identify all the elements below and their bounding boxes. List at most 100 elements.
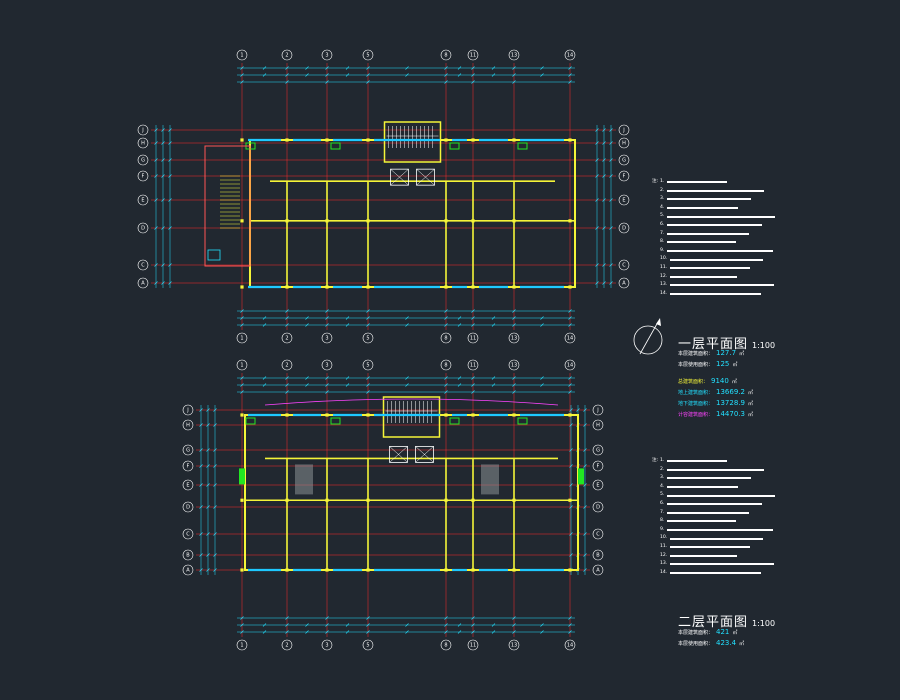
axis-bubble[interactable]: G [182, 444, 194, 456]
note-number: 2. [660, 466, 665, 472]
area-unit: ㎡ [739, 641, 745, 647]
axis-bubble[interactable]: A [182, 564, 194, 576]
axis-bubble[interactable]: 5 [362, 332, 374, 344]
area-value: 421 [716, 628, 730, 636]
axis-bubble[interactable]: 11 [467, 49, 479, 61]
axis-bubble[interactable]: D [618, 222, 630, 234]
axis-bubble[interactable]: 11 [467, 332, 479, 344]
axis-bubble[interactable]: 14 [564, 332, 576, 344]
axis-bubble[interactable]: H [618, 137, 630, 149]
structural-column [285, 413, 289, 417]
axis-bubble[interactable]: 8 [440, 639, 452, 651]
axis-bubble[interactable]: 13 [508, 639, 520, 651]
axis-bubble[interactable]: G [618, 154, 630, 166]
dimension-tick [471, 630, 475, 634]
axis-bubble[interactable]: 11 [467, 639, 479, 651]
structural-column [568, 413, 572, 417]
dimension-tick [568, 66, 572, 70]
axis-bubble[interactable]: 13 [508, 332, 520, 344]
axis-label: 11 [470, 362, 476, 368]
area-unit: ㎡ [747, 412, 753, 418]
axis-circle [321, 332, 333, 344]
axis-bubble[interactable]: J [137, 124, 149, 136]
dimension-tick [199, 464, 203, 468]
axis-bubble[interactable]: 1 [236, 332, 248, 344]
structural-column [240, 498, 244, 502]
axis-bubble[interactable]: J [182, 404, 194, 416]
axis-bubble[interactable]: 5 [362, 639, 374, 651]
axis-bubble[interactable]: H [137, 137, 149, 149]
axis-bubble[interactable]: 13 [508, 359, 520, 371]
axis-bubble[interactable]: 2 [281, 49, 293, 61]
axis-bubble[interactable]: A [592, 564, 604, 576]
axis-bubble[interactable]: 8 [440, 49, 452, 61]
dimension-tick [609, 158, 613, 162]
axis-bubble[interactable]: 2 [281, 332, 293, 344]
axis-bubble[interactable]: 2 [281, 359, 293, 371]
axis-bubble[interactable]: C [137, 259, 149, 271]
dimension-tick [206, 408, 210, 412]
axis-bubble[interactable]: 14 [564, 49, 576, 61]
axis-bubble[interactable]: 8 [440, 332, 452, 344]
axis-bubble[interactable]: F [182, 460, 194, 472]
axis-bubble[interactable]: 1 [236, 49, 248, 61]
axis-bubble[interactable]: 5 [362, 49, 374, 61]
axis-bubble[interactable]: H [592, 419, 604, 431]
axis-bubble[interactable]: 1 [236, 359, 248, 371]
structural-column [512, 285, 516, 289]
axis-bubble[interactable]: 3 [321, 332, 333, 344]
axis-bubble[interactable]: 5 [362, 359, 374, 371]
dimension-tick [345, 316, 350, 320]
axis-bubble[interactable]: G [592, 444, 604, 456]
dimension-tick [262, 376, 267, 380]
axis-circle [467, 49, 479, 61]
axis-bubble[interactable]: F [592, 460, 604, 472]
axis-bubble[interactable]: 3 [321, 49, 333, 61]
structural-column [444, 413, 448, 417]
axis-circle [508, 639, 520, 651]
axis-bubble[interactable]: F [137, 170, 149, 182]
note-number: 12. [660, 273, 668, 279]
axis-bubble[interactable]: D [182, 501, 194, 513]
axis-bubble[interactable]: D [137, 222, 149, 234]
axis-bubble[interactable]: C [618, 259, 630, 271]
axis-bubble[interactable]: 14 [564, 359, 576, 371]
axis-bubble[interactable]: 14 [564, 639, 576, 651]
axis-bubble[interactable]: 2 [281, 639, 293, 651]
axis-bubble[interactable]: B [592, 549, 604, 561]
axis-bubble[interactable]: C [592, 528, 604, 540]
axis-bubble[interactable]: 3 [321, 359, 333, 371]
axis-circle [592, 460, 604, 472]
axis-bubble[interactable]: G [137, 154, 149, 166]
axis-bubble[interactable]: E [182, 479, 194, 491]
axis-bubble[interactable]: B [182, 549, 194, 561]
axis-bubble[interactable]: 3 [321, 639, 333, 651]
axis-bubble[interactable]: 11 [467, 359, 479, 371]
axis-bubble[interactable]: 13 [508, 49, 520, 61]
axis-bubble[interactable]: E [618, 194, 630, 206]
axis-label: B [596, 552, 600, 558]
dimension-tick [491, 376, 496, 380]
axis-bubble[interactable]: D [592, 501, 604, 513]
axis-circle [182, 528, 194, 540]
axis-bubble[interactable]: J [618, 124, 630, 136]
axis-bubble[interactable]: A [618, 277, 630, 289]
axis-bubble[interactable]: E [137, 194, 149, 206]
dimension-tick [262, 66, 267, 70]
axis-bubble[interactable]: H [182, 419, 194, 431]
dimension-tick [161, 174, 165, 178]
axis-label: 1 [240, 52, 243, 58]
axis-bubble[interactable]: E [592, 479, 604, 491]
axis-bubble[interactable]: C [182, 528, 194, 540]
dimension-tick [595, 128, 599, 132]
axis-bubble[interactable]: 8 [440, 359, 452, 371]
axis-bubble[interactable]: A [137, 277, 149, 289]
axis-bubble[interactable]: F [618, 170, 630, 182]
axis-bubble[interactable]: J [592, 404, 604, 416]
notes-head: 注: [652, 179, 659, 184]
axis-bubble[interactable]: 1 [236, 639, 248, 651]
